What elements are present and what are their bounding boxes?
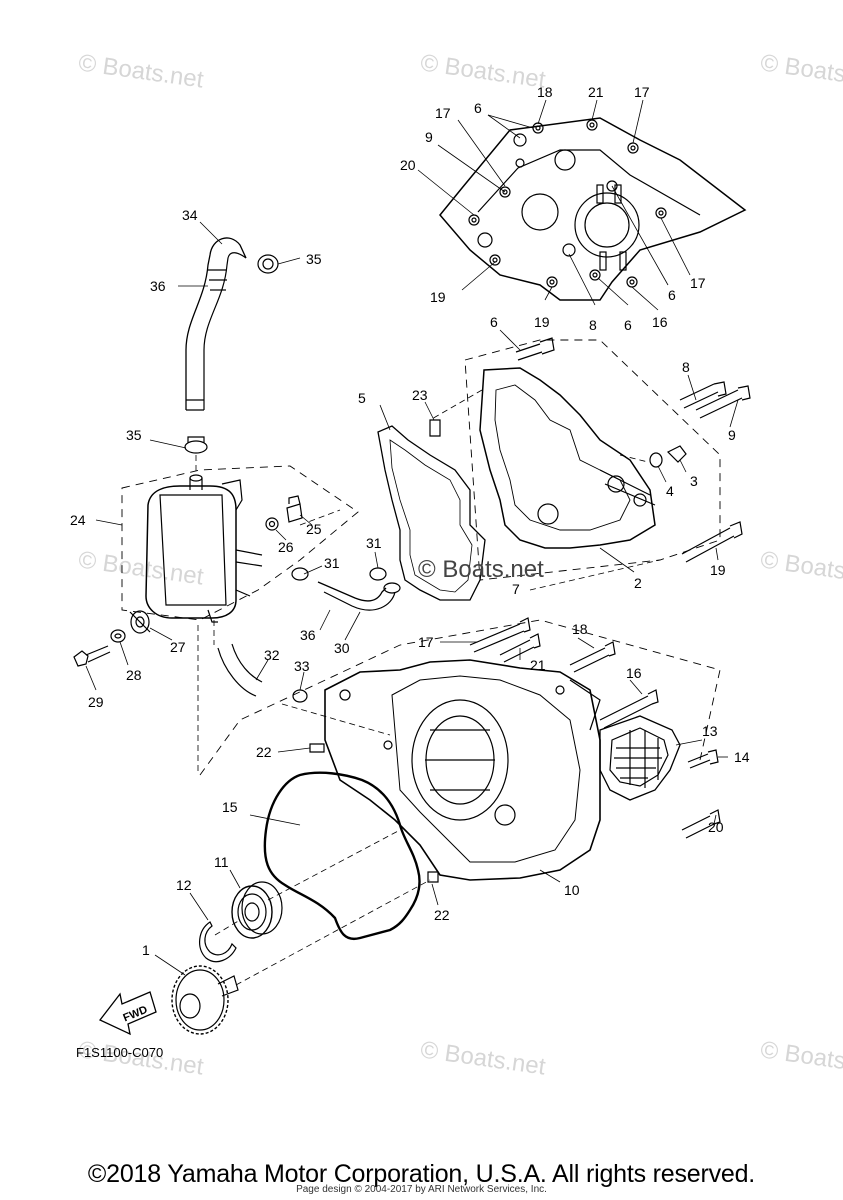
breather-hose-illustration [184,237,279,454]
callout-7: 7 [512,581,520,597]
callout-17-mid: 17 [418,634,434,650]
callout-36-top: 36 [150,278,166,294]
callout-5: 5 [358,390,366,406]
callout-17-top-far: 17 [690,275,706,291]
washer-4 [649,452,663,468]
callout-6-mid: 6 [490,314,498,330]
bolt-3 [666,445,687,463]
dowel-22-right [427,871,439,883]
callout-27: 27 [170,639,186,655]
callout-10: 10 [564,882,580,898]
callout-25: 25 [306,521,322,537]
bolts-8-9-illustration [679,381,751,419]
callout-11: 11 [214,854,229,870]
plate-13-illustration [599,715,719,801]
callout-16-mid: 16 [626,665,642,681]
callout-17-top-left: 17 [435,105,451,121]
oil-tank-illustration [145,474,263,623]
callout-8-top: 8 [589,317,597,333]
callout-20-top: 20 [400,157,416,173]
fitting-25-26-illustration [265,495,303,531]
callout-22-right: 22 [434,907,450,923]
copyright-text: ©2018 Yamaha Motor Corporation, U.S.A. A… [87,1160,756,1188]
gear-1-illustration [171,965,239,1035]
callout-16-top: 16 [652,314,668,330]
callout-18-top: 18 [537,84,553,100]
center-watermark: © Boats.net [418,556,544,583]
callout-6-top-b: 6 [624,317,632,333]
bolt-27-28-29-illustration [73,610,151,667]
pump-cover-2-illustration [479,367,656,549]
cover-group-outline [199,619,721,776]
callout-29: 29 [88,694,104,710]
callout-4: 4 [666,483,674,499]
callout-35-top: 35 [306,251,322,267]
callout-34: 34 [182,207,198,223]
callout-9-top: 9 [425,129,433,145]
hose-30-32-illustration [217,567,401,703]
callout-18-mid: 18 [572,621,588,637]
callout-24: 24 [70,512,86,528]
callout-1: 1 [142,942,150,958]
callout-35-mid: 35 [126,427,142,443]
callout-3: 3 [690,473,698,489]
callout-21-top: 21 [588,84,604,100]
callout-6-top: 6 [474,100,482,116]
callout-19-top-center: 19 [534,314,550,330]
callout-30: 30 [334,640,350,656]
callout-23: 23 [412,387,428,403]
callout-26: 26 [278,539,294,555]
circlip-12 [199,921,237,963]
callout-28: 28 [126,667,142,683]
callout-33: 33 [294,658,310,674]
o-ring-15 [263,771,421,941]
callout-12: 12 [176,877,192,893]
gasket-5-illustration [377,425,486,601]
callout-32: 32 [264,647,280,663]
callout-15: 15 [222,799,238,815]
crankcase-cover-10-illustration [324,659,601,881]
callout-19-mid: 19 [710,562,726,578]
page-design-text: Page design © 2004-2017 by ARI Network S… [296,1184,547,1195]
dowel-23 [429,419,441,437]
pump-group-outline [464,339,721,581]
callout-36-mid: 36 [300,627,316,643]
callout-19-top-left: 19 [430,289,446,305]
oil-tank-group-outline [121,465,359,621]
fwd-arrow-icon [98,991,157,1036]
callout-22-left: 22 [256,744,272,760]
callout-21-mid: 21 [530,657,546,673]
callout-13: 13 [702,723,718,739]
callout-8-mid: 8 [682,359,690,375]
bolt-6 [515,337,555,361]
dowel-22-left [309,743,325,753]
bolt-19 [681,521,743,563]
cover-bolts-illustration [469,617,721,839]
callout-31-left: 31 [324,555,340,571]
callout-9-mid: 9 [728,427,736,443]
crankcase-top-illustration [439,117,747,301]
alignment-lines [195,389,661,986]
callout-20-mid: 20 [708,819,724,835]
callout-leaders [85,99,739,976]
callout-6-top-c: 6 [668,287,676,303]
callout-14: 14 [734,749,750,765]
callout-17-top-right: 17 [634,84,650,100]
callout-31-right: 31 [366,535,382,551]
diagram-code: F1S1100-C070 [76,1045,164,1060]
callout-2: 2 [634,575,642,591]
bearing-11-illustration [231,881,283,939]
